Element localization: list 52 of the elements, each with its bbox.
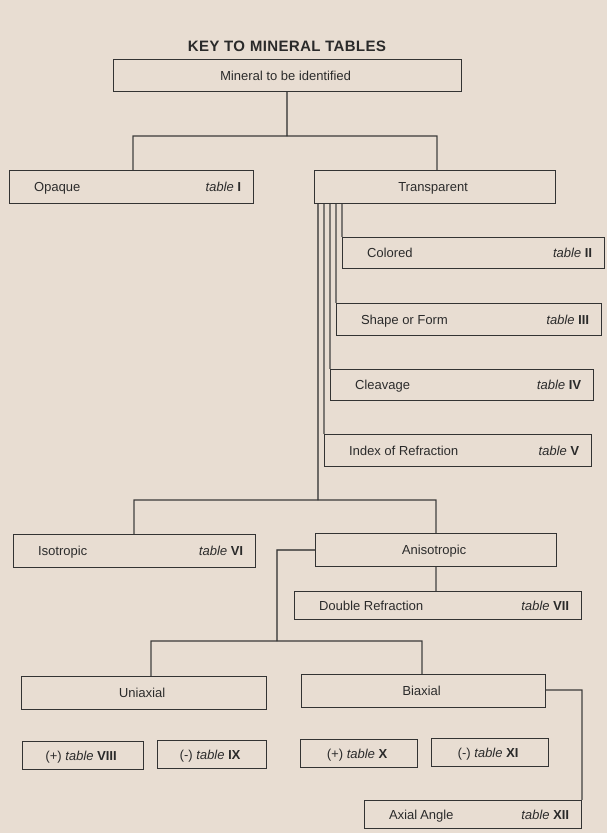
box-label: (-) table XI: [458, 744, 520, 762]
connector-line: [335, 204, 337, 303]
connector-line: [341, 204, 343, 237]
table-box: [336, 303, 602, 336]
box-label: Isotropic: [37, 542, 88, 560]
connector-line: [317, 204, 437, 533]
box-label: Transparent: [398, 178, 469, 196]
table-box: [314, 170, 556, 204]
table-reference: table III: [546, 310, 590, 329]
table-box: [431, 738, 549, 767]
box-label: Opaque: [33, 178, 80, 196]
table-box: [21, 676, 267, 710]
table-reference: table VII: [521, 596, 570, 615]
connector-line: [435, 567, 437, 591]
box-label: Biaxial: [402, 682, 442, 700]
table-box: [315, 533, 557, 567]
box-label: (+) table X: [326, 744, 388, 763]
table-box: [364, 800, 582, 829]
table-box: [330, 369, 594, 401]
table-box: [294, 591, 582, 620]
box-label: Axial Angle: [388, 806, 454, 824]
table-box: [9, 170, 254, 204]
table-box: [113, 59, 462, 92]
table-reference: table I: [206, 178, 242, 196]
table-reference: table VI: [198, 542, 244, 560]
table-reference: table IV: [536, 376, 582, 394]
box-label: Cleavage: [354, 376, 410, 394]
table-reference: table II: [552, 244, 593, 262]
box-label: Colored: [366, 244, 413, 262]
table-box: [157, 740, 267, 769]
table-reference: table V: [538, 442, 580, 460]
box-label: (-) table IX: [180, 746, 242, 764]
diagram-title: KEY TO MINERAL TABLES: [186, 37, 388, 57]
connector-line: [329, 204, 331, 369]
box-label: Anisotropic: [402, 541, 468, 560]
box-label: Mineral to be identified: [220, 66, 352, 85]
connector-line: [546, 689, 583, 800]
connector-line: [323, 204, 325, 434]
box-label: Double Refraction: [318, 596, 424, 615]
table-box: [342, 237, 605, 269]
box-label: Uniaxial: [118, 684, 166, 702]
box-label: Index of Refraction: [348, 442, 458, 460]
box-label: Shape or Form: [360, 310, 448, 329]
table-box: [301, 674, 546, 708]
table-box: [22, 741, 144, 770]
table-box: [324, 434, 592, 467]
table-box: [300, 739, 418, 768]
table-reference: table XII: [521, 806, 570, 824]
connector-line: [276, 549, 423, 674]
box-label: (+) table VIII: [45, 746, 118, 765]
connector-line: [286, 92, 438, 170]
table-box: [13, 534, 256, 568]
